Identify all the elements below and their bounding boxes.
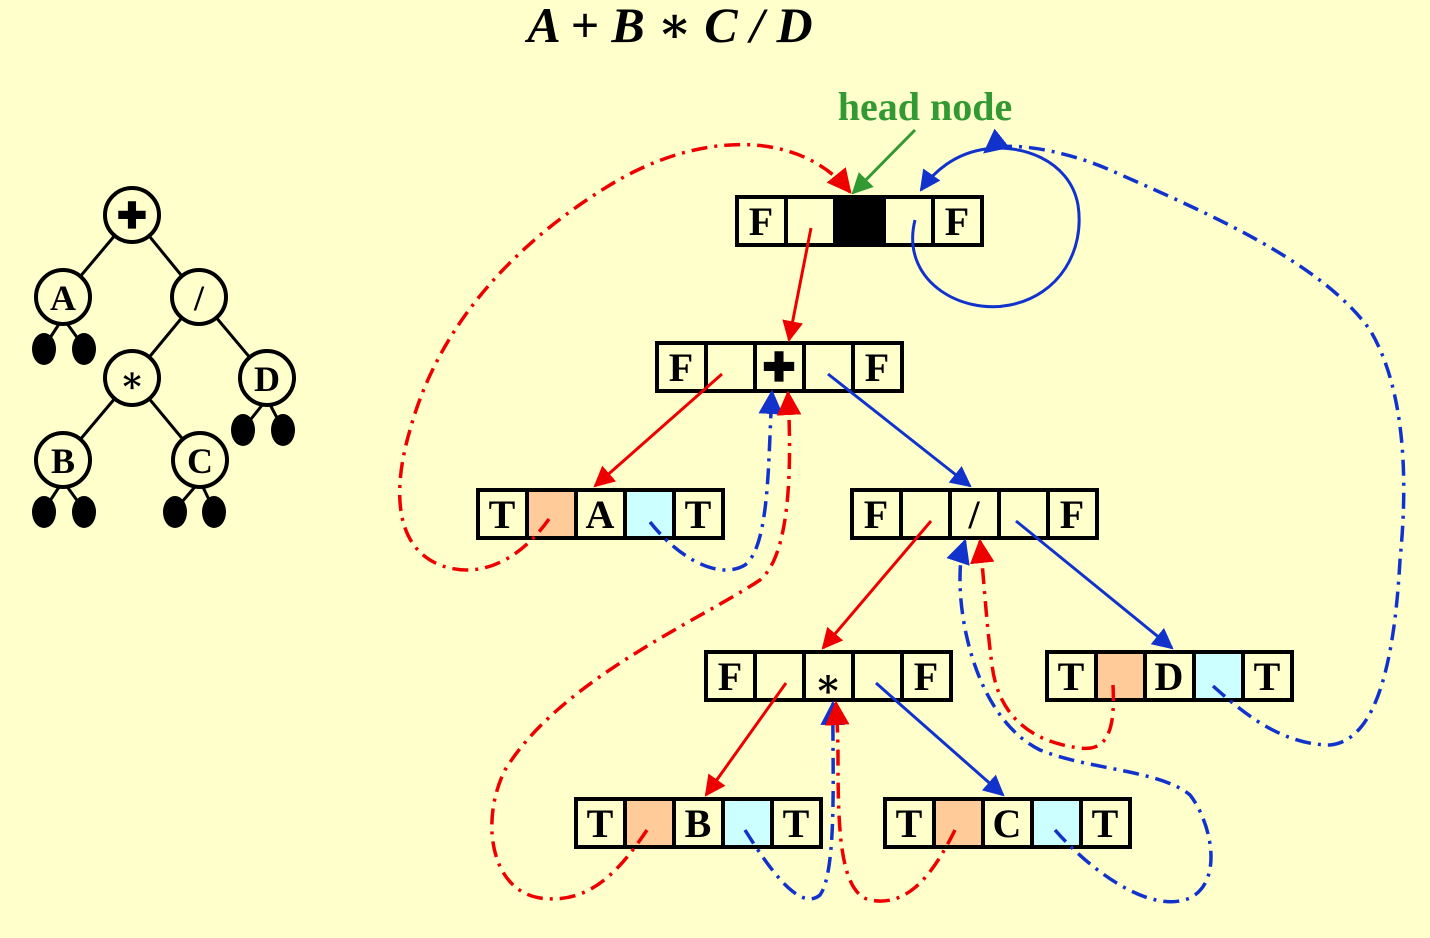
svg-text:F: F xyxy=(865,345,889,390)
head-label-arrow xyxy=(851,128,917,195)
head-node-label: head node xyxy=(838,84,1013,129)
tree-node-d: D xyxy=(238,349,296,407)
divide-node-record: F / F xyxy=(850,488,1099,540)
svg-text:T: T xyxy=(1092,801,1119,846)
head-left-tag: F xyxy=(749,199,773,244)
svg-text:T: T xyxy=(1254,654,1281,699)
svg-text:∗: ∗ xyxy=(814,661,842,706)
svg-text:B: B xyxy=(685,801,712,846)
svg-text:D: D xyxy=(254,359,280,399)
expression-title: A + B ∗ C / D xyxy=(524,0,812,53)
svg-text:/: / xyxy=(967,492,980,537)
tree-node-multiply: ∗ xyxy=(103,349,161,407)
c-node-record: T C T xyxy=(883,797,1132,849)
svg-text:/: / xyxy=(193,278,205,318)
svg-text:✚: ✚ xyxy=(762,345,796,390)
d-node-record: T D T xyxy=(1045,650,1294,702)
svg-text:T: T xyxy=(783,801,810,846)
svg-text:T: T xyxy=(685,492,712,537)
expression-tree: ✚ A / ∗ D B C xyxy=(32,186,296,528)
multiply-node-record: F ∗ F xyxy=(704,650,953,706)
svg-text:F: F xyxy=(864,492,888,537)
tree-node-plus: ✚ xyxy=(103,186,161,244)
svg-text:T: T xyxy=(587,801,614,846)
svg-text:F: F xyxy=(718,654,742,699)
tree-node-a: A xyxy=(34,268,92,326)
svg-text:T: T xyxy=(489,492,516,537)
svg-text:C: C xyxy=(993,801,1022,846)
svg-text:C: C xyxy=(187,441,213,481)
head-node-record: F F xyxy=(735,195,984,247)
tree-null-leaves xyxy=(32,333,295,528)
svg-text:∗: ∗ xyxy=(120,360,145,400)
plus-node-record: F ✚ F xyxy=(655,341,904,393)
svg-text:A: A xyxy=(586,492,615,537)
thread-links xyxy=(398,128,1406,904)
tree-node-c: C xyxy=(171,431,229,489)
b-node-record: T B T xyxy=(574,797,823,849)
svg-text:T: T xyxy=(896,801,923,846)
svg-text:✚: ✚ xyxy=(117,196,147,236)
svg-text:B: B xyxy=(51,441,75,481)
child-links xyxy=(593,227,1174,797)
tree-node-b: B xyxy=(34,431,92,489)
a-node-record: T A T xyxy=(476,488,725,540)
svg-text:F: F xyxy=(1060,492,1084,537)
svg-text:A: A xyxy=(50,278,76,318)
head-self-loop xyxy=(911,146,1081,309)
svg-text:F: F xyxy=(914,654,938,699)
svg-text:D: D xyxy=(1155,654,1184,699)
svg-text:T: T xyxy=(1058,654,1085,699)
head-right-tag: F xyxy=(945,199,969,244)
svg-text:F: F xyxy=(669,345,693,390)
tree-node-divide: / xyxy=(170,268,228,326)
